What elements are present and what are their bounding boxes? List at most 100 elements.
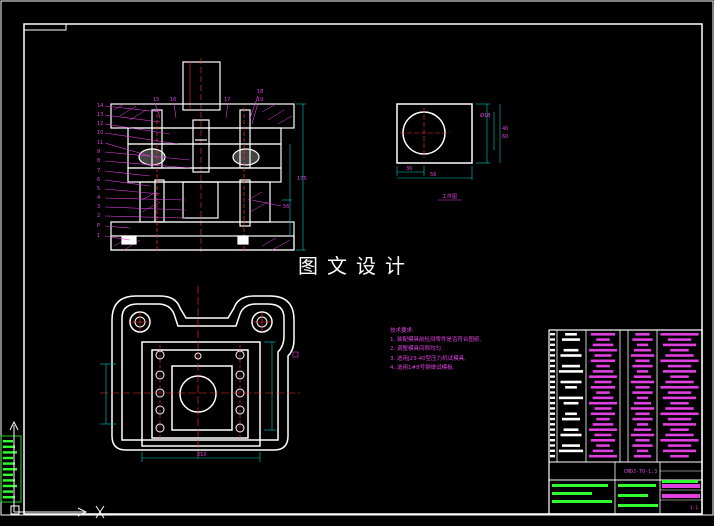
title-block-index <box>550 333 555 336</box>
title-block-index <box>550 391 555 394</box>
svg-text:16: 16 <box>170 97 176 103</box>
title-block-cell <box>670 348 689 352</box>
title-block-cell <box>662 343 697 347</box>
svg-text:7: 7 <box>97 168 100 174</box>
title-block-cell <box>660 439 699 442</box>
title-block-cell <box>635 333 650 336</box>
plan-center-lines <box>100 286 300 460</box>
tech-req-item: 4. 选用1#8号钢做试模板. <box>390 364 455 371</box>
title-block-cell <box>635 359 650 363</box>
title-block-cell <box>635 412 650 416</box>
title-block-cell <box>633 348 652 352</box>
title-block-cell <box>662 449 697 453</box>
drawing-number: CMDJ-T0-1.3 <box>624 469 657 475</box>
title-block-green-cell <box>552 492 592 495</box>
title-block-cell <box>589 428 617 431</box>
svg-text:13: 13 <box>97 112 103 118</box>
svg-text:19: 19 <box>257 97 263 103</box>
title-block-cell <box>592 449 614 453</box>
part-view-caption: 工件图 <box>442 193 457 200</box>
title-block-cell <box>633 428 652 431</box>
title-block-cell <box>565 386 577 389</box>
svg-text:17: 17 <box>224 97 230 103</box>
title-block-cell <box>665 354 694 357</box>
title-block-cell <box>632 444 653 447</box>
inner-border <box>23 23 703 515</box>
workpiece-view <box>396 103 501 180</box>
title-block-cell <box>630 407 655 410</box>
title-block-index <box>550 412 555 415</box>
title-block-cell <box>665 380 694 384</box>
left-table-cell <box>3 473 13 476</box>
title-block-green-cell <box>662 480 698 483</box>
svg-text:P: P <box>97 223 100 229</box>
title-block-cell <box>592 396 614 400</box>
title-block-cell <box>633 375 652 378</box>
title-block-index <box>550 449 555 452</box>
svg-text:12: 12 <box>97 121 103 127</box>
tech-req-heading: 技术要求: <box>390 328 414 334</box>
title-block-index <box>550 444 555 447</box>
title-block-index <box>550 338 555 341</box>
title-block-cell <box>558 396 584 400</box>
tech-req-item: 3. 选用J23-40型压力机试模具, <box>390 355 466 362</box>
plan-marker <box>292 351 299 358</box>
title-block-index <box>550 423 555 426</box>
watermark-text: 图文设计 <box>298 254 414 278</box>
ucs-icon <box>9 420 105 519</box>
title-block-cell <box>562 417 580 421</box>
title-block-green-cell <box>552 484 608 487</box>
title-block-cell <box>562 338 580 341</box>
title-block-cell <box>563 348 579 352</box>
title-block-cell <box>590 412 616 416</box>
svg-text:3: 3 <box>97 204 100 210</box>
title-block-index <box>550 439 555 442</box>
title-block-cell <box>596 391 610 394</box>
title-block-cell <box>590 359 616 363</box>
title-block-cell <box>670 375 689 378</box>
title-block-cell <box>558 449 584 453</box>
title-block-cell <box>636 423 649 426</box>
left-table-cell <box>3 462 15 465</box>
part-dim-height-2: 60 <box>502 134 508 140</box>
title-block-index <box>550 454 555 458</box>
title-block-cell <box>596 338 610 341</box>
part-dim-outer: 56 <box>430 172 436 178</box>
title-block-cell <box>560 433 582 437</box>
svg-text:18: 18 <box>257 89 263 95</box>
title-block-green-cell <box>618 494 648 497</box>
title-block-cell <box>596 417 610 421</box>
title-block-cell <box>592 370 614 373</box>
title-block-index <box>550 401 555 405</box>
assembly-height-label: 175 <box>297 176 307 182</box>
left-table-cell <box>3 445 15 448</box>
svg-text:11: 11 <box>97 140 103 146</box>
title-block-index <box>550 348 555 352</box>
title-block-cell <box>665 407 694 410</box>
title-block-cell <box>563 428 579 431</box>
left-table-cell <box>3 456 13 460</box>
title-block-cell <box>594 433 612 437</box>
title-block-index <box>550 359 555 362</box>
title-block-cell <box>560 380 582 384</box>
title-block-cell <box>636 370 649 373</box>
title-block-index <box>550 364 555 368</box>
assembly-section-view <box>110 58 295 252</box>
title-block-cell <box>565 333 577 336</box>
left-table-cell <box>3 468 17 471</box>
title-block-cell <box>594 407 612 410</box>
part-dim-inner: 36 <box>406 166 412 172</box>
border-code-box <box>23 23 67 31</box>
assembly-side-label: 56 <box>283 204 289 210</box>
title-block-cell <box>558 370 584 373</box>
svg-text:9: 9 <box>97 149 100 155</box>
title-block-cell <box>667 417 692 421</box>
svg-text:1: 1 <box>97 233 100 239</box>
title-block-index <box>550 370 555 373</box>
title-block-cell <box>632 417 653 421</box>
assembly-height-dimension <box>282 103 306 251</box>
title-block-cell <box>635 439 650 442</box>
title-block-cell <box>667 338 692 341</box>
